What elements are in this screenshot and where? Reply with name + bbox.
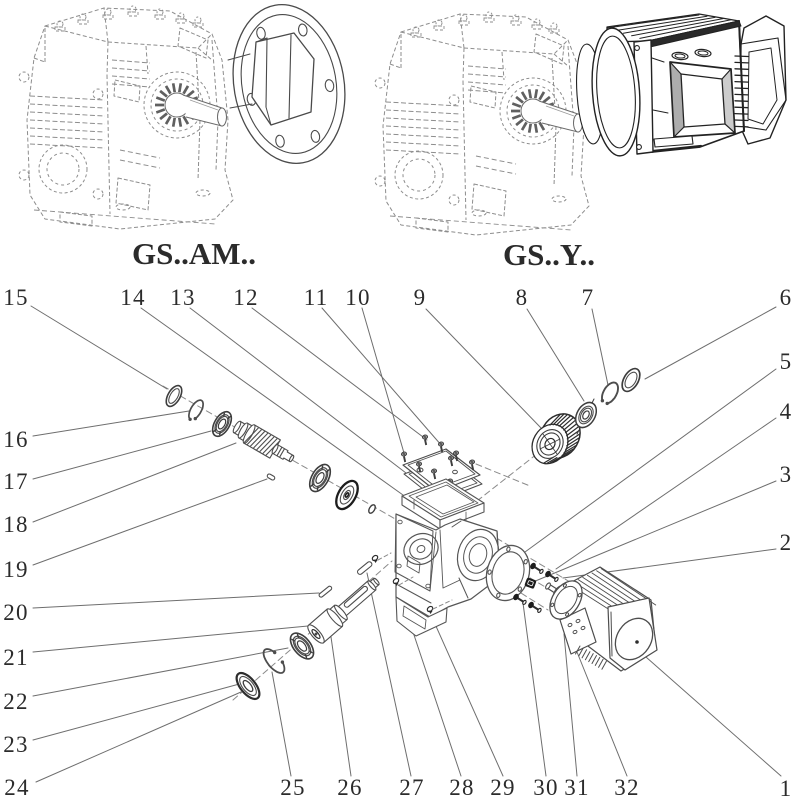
- svg-text:12: 12: [233, 285, 258, 310]
- svg-text:6: 6: [780, 285, 793, 310]
- svg-text:13: 13: [170, 285, 195, 310]
- svg-text:27: 27: [399, 775, 424, 800]
- svg-text:1: 1: [780, 776, 793, 800]
- svg-text:17: 17: [3, 469, 28, 494]
- svg-text:15: 15: [3, 285, 28, 310]
- svg-text:22: 22: [3, 689, 28, 714]
- svg-text:30: 30: [533, 775, 558, 800]
- svg-text:3: 3: [780, 462, 793, 487]
- svg-text:18: 18: [3, 512, 28, 537]
- svg-text:28: 28: [449, 775, 474, 800]
- svg-text:8: 8: [516, 285, 529, 310]
- svg-text:26: 26: [337, 775, 362, 800]
- svg-text:20: 20: [3, 600, 28, 625]
- svg-text:14: 14: [120, 285, 145, 310]
- svg-text:5: 5: [780, 349, 793, 374]
- svg-text:GS..AM..: GS..AM..: [132, 236, 256, 271]
- svg-text:23: 23: [3, 732, 28, 757]
- svg-text:GS..Y..: GS..Y..: [503, 237, 595, 272]
- svg-text:2: 2: [780, 530, 793, 555]
- svg-text:19: 19: [3, 557, 28, 582]
- svg-text:21: 21: [3, 645, 28, 670]
- svg-text:32: 32: [614, 775, 639, 800]
- svg-text:16: 16: [3, 427, 28, 452]
- svg-text:24: 24: [4, 775, 29, 800]
- svg-text:11: 11: [304, 285, 329, 310]
- svg-text:31: 31: [564, 775, 589, 800]
- svg-text:25: 25: [280, 775, 305, 800]
- svg-text:29: 29: [490, 775, 515, 800]
- svg-text:4: 4: [780, 399, 793, 424]
- svg-text:9: 9: [414, 285, 427, 310]
- svg-text:7: 7: [582, 285, 595, 310]
- svg-text:10: 10: [345, 285, 370, 310]
